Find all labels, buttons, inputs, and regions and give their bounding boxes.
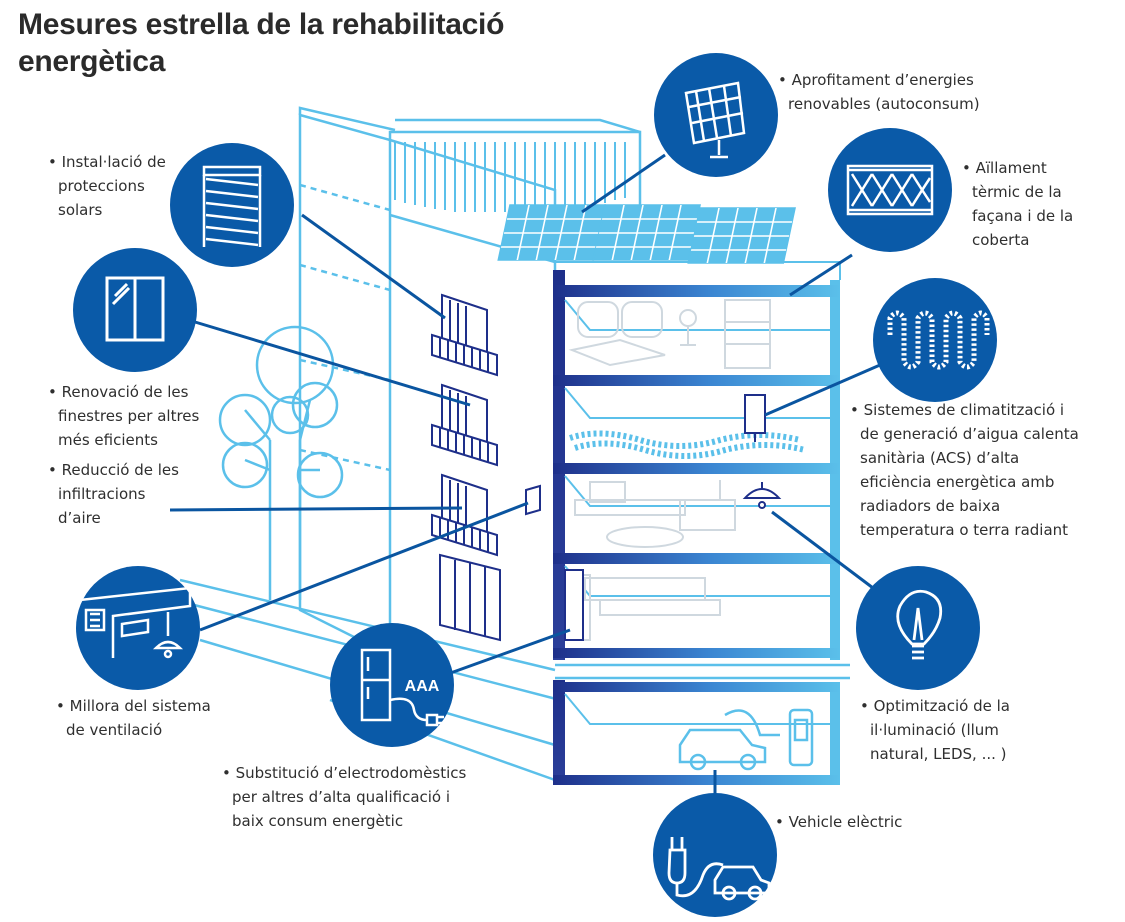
label-line: temperatura o terra radiant — [860, 521, 1069, 539]
label-line: radiadors de baixa — [860, 497, 1001, 515]
label-line: façana i de la — [972, 207, 1074, 225]
solar-panel-icon — [654, 53, 778, 177]
label-line: Substitució d’electrodomèstics — [222, 761, 467, 785]
label-ev: Vehicle elèctric — [775, 810, 903, 834]
building-right — [553, 261, 841, 785]
label-insulation: Aïllament tèrmic de la façana i de la co… — [962, 156, 1073, 252]
ground — [174, 578, 850, 782]
balconies — [431, 293, 541, 642]
label-line: finestres per altres — [58, 407, 200, 425]
label-line: eficiència energètica amb — [860, 473, 1055, 491]
label-windows: Renovació de les finestres per altres mé… — [48, 380, 199, 452]
energy-label-badge: AAA — [405, 678, 440, 695]
label-line: coberta — [972, 231, 1030, 249]
fridge-icon: AAA — [330, 623, 454, 747]
leader-lines — [169, 153, 886, 805]
label-line: Aprofitament d’energies — [778, 68, 980, 92]
label-line: sanitària (ACS) d’alta — [860, 449, 1020, 467]
label-infiltration: Reducció de les infiltracions d’aire — [48, 458, 179, 530]
label-line: Renovació de les — [48, 380, 199, 404]
label-line: Instal·lació de — [48, 150, 166, 174]
garage-car — [678, 708, 814, 771]
radiant-floor — [569, 430, 806, 459]
label-line: de generació d’aigua calenta — [860, 425, 1079, 443]
insulation-icon — [828, 128, 952, 252]
label-line: baix consum energètic — [232, 812, 404, 830]
label-line: infiltracions — [58, 485, 146, 503]
window-icon — [73, 248, 197, 372]
label-line: proteccions — [58, 177, 145, 195]
label-line: Aïllament — [962, 156, 1073, 180]
label-line: d’aire — [58, 509, 101, 527]
label-renewables: Aprofitament d’energies renovables (auto… — [778, 68, 980, 116]
roof-solar-panels — [497, 204, 796, 264]
label-line: Sistemes de climatització i — [850, 398, 1079, 422]
title-line-2: energètica — [18, 45, 166, 78]
label-line: solars — [58, 201, 103, 219]
title-line-1: Mesures estrella de la rehabilitació — [18, 8, 505, 41]
page-title: Mesures estrella de la rehabilitació ene… — [18, 6, 618, 80]
label-line: natural, LEDS, ... ) — [870, 745, 1007, 763]
label-line: Reducció de les — [48, 458, 179, 482]
label-appliances: Substitució d’electrodomèstics per altre… — [222, 761, 466, 833]
label-line: il·luminació (llum — [870, 721, 999, 739]
label-line: Optimització de la — [860, 694, 1010, 718]
label-line: Millora del sistema — [56, 694, 211, 718]
light-bulb-icon — [856, 566, 980, 690]
ventilation-icon — [76, 566, 200, 690]
ev-plug-icon — [653, 793, 777, 917]
label-line: Vehicle elèctric — [775, 810, 903, 834]
label-line: de ventilació — [66, 721, 163, 739]
label-climate: Sistemes de climatització i de generació… — [850, 398, 1079, 542]
label-line: per altres d’alta qualificació i — [232, 788, 451, 806]
label-line: més eficients — [58, 431, 158, 449]
label-line: tèrmic de la — [972, 183, 1062, 201]
building-fixtures — [564, 394, 782, 641]
tree — [218, 325, 344, 600]
label-ventilation: Millora del sistema de ventilació — [56, 694, 211, 742]
label-line: renovables (autoconsum) — [788, 95, 980, 113]
label-lighting: Optimització de la il·luminació (llum na… — [860, 694, 1010, 766]
radiant-floor-icon — [873, 278, 997, 402]
blinds-icon — [170, 143, 294, 267]
label-solar-protection: Instal·lació de proteccions solars — [48, 150, 166, 222]
